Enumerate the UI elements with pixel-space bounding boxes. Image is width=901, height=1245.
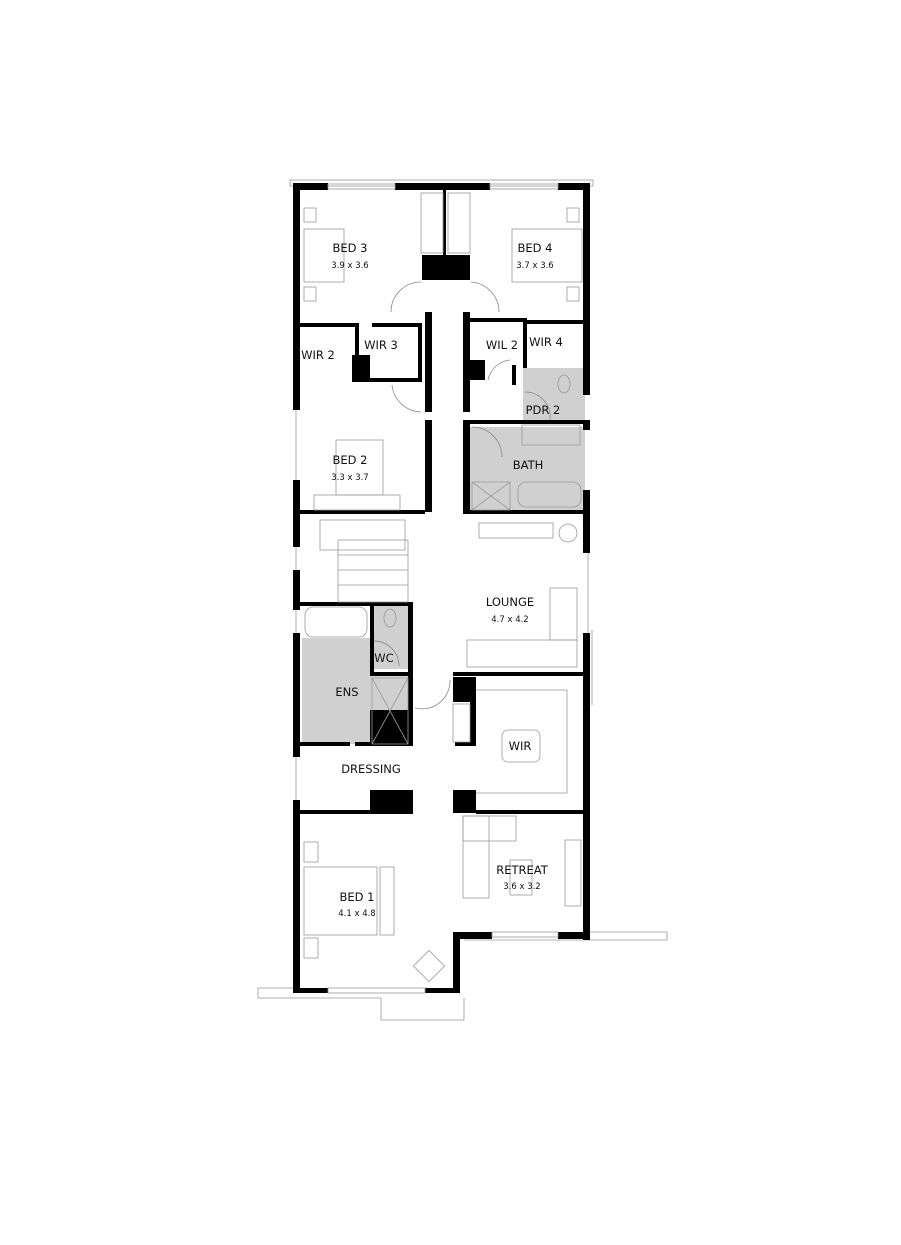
bed4-size: 3.7 x 3.6	[516, 261, 553, 271]
wall-segment	[453, 932, 492, 939]
pdr2-label: PDR 2	[526, 403, 561, 417]
wall-segment	[293, 480, 300, 547]
wall-segment	[470, 700, 476, 742]
wall-segment	[300, 742, 350, 746]
wall-segment	[422, 255, 470, 280]
wall-segment	[583, 183, 590, 395]
bath-vanity	[521, 424, 581, 446]
bed4-bed	[511, 228, 583, 283]
bed1-label: BED 1	[340, 890, 375, 904]
wall-segment	[583, 420, 590, 430]
pdr2-floor	[523, 368, 585, 422]
wir2-label: WIR 2	[301, 348, 335, 362]
door-swings	[373, 281, 551, 710]
wir4-label: WIR 4	[529, 335, 563, 349]
wall-segment	[300, 810, 413, 814]
wall-segment	[370, 790, 413, 813]
staircase	[337, 539, 409, 603]
bed2-label: BED 2	[333, 453, 368, 467]
wall-segment	[372, 323, 422, 327]
bed3-bed	[303, 228, 345, 283]
wall-segment	[293, 988, 328, 993]
wall-segment	[370, 672, 413, 676]
wall-segment	[370, 602, 374, 672]
wall-segment	[523, 320, 583, 324]
wc-toilet	[383, 608, 397, 628]
wall-segment	[425, 312, 432, 412]
wall-segment	[352, 378, 422, 382]
wir-label: WIR	[509, 739, 532, 753]
wall-segment	[352, 355, 370, 378]
wall-segment	[355, 323, 359, 378]
wall-segment	[293, 570, 300, 610]
wall-segment	[395, 183, 490, 190]
wall-segment	[463, 420, 470, 512]
bed3-label: BED 3	[333, 241, 368, 255]
wall-segment	[453, 790, 476, 813]
dressing-label: DRESSING	[341, 762, 401, 776]
bath-label: BATH	[513, 458, 544, 472]
wall-segment	[300, 323, 357, 327]
wall-segment	[463, 318, 523, 322]
wall-segment	[463, 510, 588, 514]
wil2-label: WIL 2	[486, 338, 518, 352]
bed3-size: 3.9 x 3.6	[331, 261, 368, 271]
wall-segment	[370, 710, 413, 744]
windows	[327, 183, 559, 994]
furniture	[303, 192, 583, 983]
room-labels: BED 3 3.9 x 3.6 BED 4 3.7 x 3.6 WIR 3 WI…	[301, 241, 563, 919]
wall-segment	[453, 677, 476, 702]
wall-segment	[453, 672, 590, 676]
wall-segment	[512, 365, 516, 385]
wc-floor	[372, 605, 410, 669]
wall-segment	[470, 420, 588, 424]
wall-segment	[583, 490, 590, 553]
wall-segment	[293, 633, 300, 757]
wall-segment	[293, 800, 300, 993]
ens-floor	[302, 638, 372, 744]
wc-label: WC	[374, 651, 393, 665]
ens-label: ENS	[335, 685, 358, 699]
lounge-label: LOUNGE	[486, 595, 534, 609]
wir-island	[501, 729, 541, 763]
lounge-sofa	[466, 639, 578, 668]
wall-segment	[425, 988, 460, 993]
wall-segment	[558, 183, 590, 190]
wall-segment	[418, 323, 422, 378]
wall-segment	[370, 810, 413, 813]
wall-segment	[558, 932, 590, 939]
bath-floor	[470, 427, 585, 510]
bath-tub	[517, 481, 582, 508]
wall-segment	[523, 318, 527, 368]
retreat-size: 3.6 x 3.2	[503, 882, 540, 892]
wall-segment	[293, 183, 300, 410]
wall-segment	[465, 360, 485, 380]
lounge-size: 4.7 x 4.2	[491, 615, 528, 625]
retreat-label: RETREAT	[496, 863, 549, 877]
bed1-bed	[303, 866, 378, 936]
wall-segment	[455, 742, 476, 746]
bed2-bed	[335, 439, 384, 496]
bed4-label: BED 4	[518, 241, 553, 255]
wall-segment	[300, 510, 425, 514]
wall-segment	[443, 190, 446, 255]
wall-segment	[408, 602, 413, 710]
wall-segment	[300, 602, 413, 606]
wall-segment	[425, 420, 432, 512]
bed1-size: 4.1 x 4.8	[338, 909, 375, 919]
wall-segment	[476, 810, 590, 814]
bed2-size: 3.3 x 3.7	[331, 473, 368, 483]
pdr2-toilet	[557, 374, 571, 394]
wall-segment	[583, 633, 590, 940]
wall-segment	[293, 183, 328, 190]
wall-segment	[453, 932, 460, 993]
wir3-label: WIR 3	[364, 338, 398, 352]
outlines	[257, 179, 668, 1021]
ens-bath-tub	[304, 606, 368, 638]
